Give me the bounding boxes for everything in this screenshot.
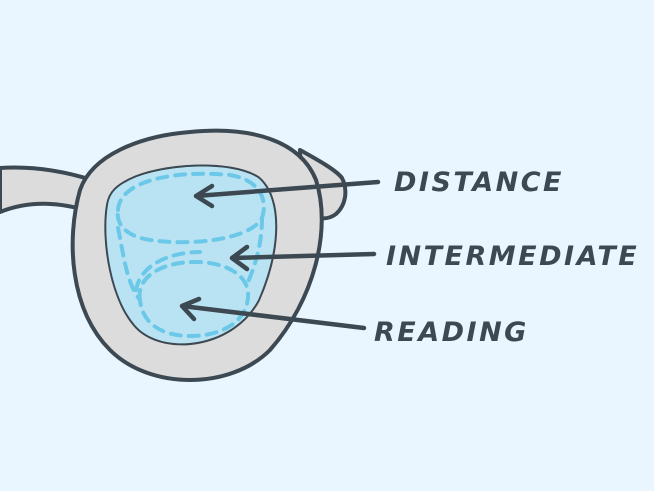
reading-zone-outer	[134, 250, 202, 292]
lens-zones	[115, 171, 266, 339]
label-intermediate: INTERMEDIATE	[386, 241, 639, 272]
reading-zone	[137, 259, 251, 339]
intermediate-arrow	[229, 244, 377, 272]
label-reading: READING	[374, 317, 529, 348]
label-distance: DISTANCE	[394, 167, 564, 198]
arrows	[179, 179, 381, 331]
distance-arrow	[193, 179, 381, 209]
reading-arrow	[179, 296, 367, 331]
intermediate-zone	[116, 216, 264, 302]
lens	[106, 166, 276, 344]
